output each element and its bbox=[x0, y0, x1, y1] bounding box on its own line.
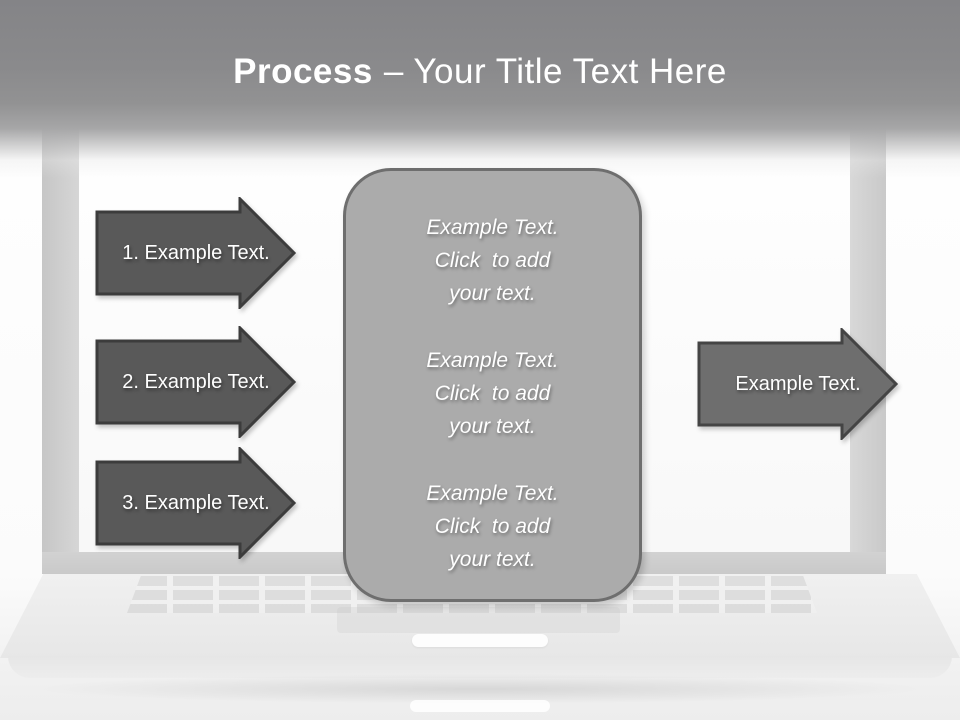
laptop-base-front-edge bbox=[8, 656, 952, 678]
block-arrow-icon bbox=[95, 447, 297, 559]
slide-title[interactable]: Process – Your Title Text Here bbox=[233, 52, 727, 92]
block-arrow-icon bbox=[95, 326, 297, 438]
laptop-reflection bbox=[410, 700, 550, 712]
detail-panel-text-3[interactable]: Example Text. Click to add your text. bbox=[426, 482, 559, 571]
title-placeholder-text: – Your Title Text Here bbox=[383, 52, 727, 91]
detail-panel-text-2[interactable]: Example Text. Click to add your text. bbox=[426, 349, 559, 438]
title-keyword: Process bbox=[233, 52, 373, 91]
process-step-arrow-2[interactable]: 2. Example Text. bbox=[95, 326, 297, 438]
process-step-label: 1. Example Text. bbox=[122, 241, 270, 264]
process-step-arrow-3[interactable]: 3. Example Text. bbox=[95, 447, 297, 559]
laptop-trackpad-button bbox=[412, 634, 548, 647]
laptop-trackpad bbox=[337, 607, 620, 633]
process-step-label: 2. Example Text. bbox=[122, 370, 270, 393]
laptop-shadow bbox=[30, 674, 930, 704]
slide-header: Process – Your Title Text Here bbox=[0, 0, 960, 178]
detail-panel[interactable]: Example Text. Click to add your text. Ex… bbox=[343, 168, 642, 602]
block-arrow-icon bbox=[95, 197, 297, 309]
laptop-screen-left-bezel bbox=[42, 118, 79, 566]
process-step-arrow-1[interactable]: 1. Example Text. bbox=[95, 197, 297, 309]
output-arrow-label: Example Text. bbox=[735, 372, 861, 395]
block-arrow-icon bbox=[697, 328, 899, 440]
process-step-label: 3. Example Text. bbox=[122, 491, 270, 514]
detail-panel-text-1[interactable]: Example Text. Click to add your text. bbox=[426, 216, 559, 305]
output-arrow[interactable]: Example Text. bbox=[697, 328, 899, 440]
